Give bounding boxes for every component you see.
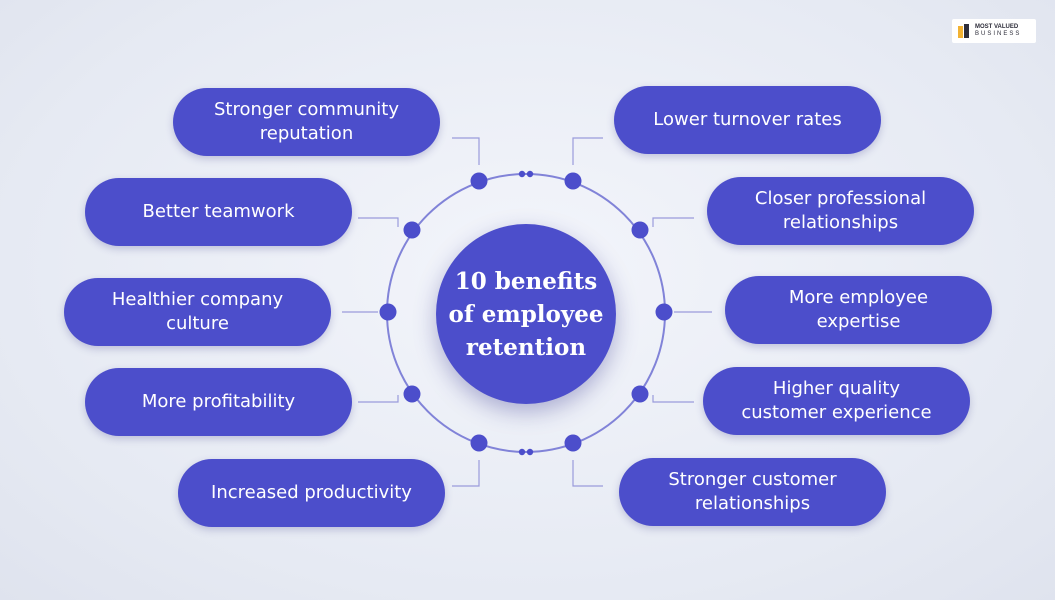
connector-left-2 bbox=[358, 217, 399, 227]
ring-node-left-2 bbox=[403, 221, 421, 239]
ring-node-right-5 bbox=[564, 434, 582, 452]
benefit-pill-left-4: More profitability bbox=[85, 368, 352, 436]
benefit-pill-right-5: Stronger customer relationships bbox=[619, 458, 886, 526]
connector-right-4 bbox=[652, 395, 694, 403]
benefit-pill-left-1: Stronger community reputation bbox=[173, 88, 440, 156]
logo-text: MOST VALUED BUSINESS bbox=[975, 24, 1021, 38]
ring-node-right-4 bbox=[631, 385, 649, 403]
center-title: 10 benefits of employee retention bbox=[448, 267, 604, 361]
benefit-label: Healthier company culture bbox=[111, 289, 284, 334]
ring-nodes bbox=[379, 170, 673, 456]
benefit-pill-right-2: Closer professional relationships bbox=[707, 177, 974, 245]
connector-right-2 bbox=[652, 217, 694, 227]
logo-mark-icon bbox=[958, 24, 970, 38]
logo-line-1: MOST VALUED bbox=[975, 24, 1019, 30]
benefit-pill-left-5: Increased productivity bbox=[178, 459, 445, 527]
ring-dot-bottom-a bbox=[518, 448, 526, 456]
benefit-pill-left-2: Better teamwork bbox=[85, 178, 352, 246]
ring-node-right-2 bbox=[631, 221, 649, 239]
benefit-label: Closer professional relationships bbox=[754, 188, 927, 233]
benefit-pill-right-1: Lower turnover rates bbox=[614, 86, 881, 154]
ring-node-left-5 bbox=[470, 434, 488, 452]
center-title-circle: 10 benefits of employee retention bbox=[436, 224, 616, 404]
benefit-label: Stronger customer relationships bbox=[668, 469, 837, 514]
connector-right-5 bbox=[572, 460, 603, 487]
ring-dot-top-b bbox=[526, 170, 534, 178]
ring-node-left-4 bbox=[403, 385, 421, 403]
ring-node-left-3 bbox=[379, 303, 397, 321]
benefit-label: Better teamwork bbox=[142, 201, 295, 222]
ring-node-right-1 bbox=[564, 172, 582, 190]
ring-dot-bottom-b bbox=[526, 448, 534, 456]
connector-left-5 bbox=[452, 460, 480, 487]
benefit-label: Increased productivity bbox=[211, 482, 412, 503]
connector-right-1 bbox=[572, 137, 603, 165]
benefit-label: Stronger community reputation bbox=[213, 99, 400, 144]
ring-dot-top-a bbox=[518, 170, 526, 178]
connector-lines bbox=[342, 137, 712, 487]
ring-node-right-3 bbox=[655, 303, 673, 321]
brand-logo: MOST VALUED BUSINESS bbox=[952, 19, 1036, 43]
benefit-pill-right-3: More employee expertise bbox=[725, 276, 992, 344]
connector-left-4 bbox=[358, 395, 399, 403]
benefit-label: More employee expertise bbox=[788, 287, 929, 332]
benefit-pill-right-4: Higher quality customer experience bbox=[703, 367, 970, 435]
benefit-label: More profitability bbox=[141, 391, 296, 412]
benefit-label: Lower turnover rates bbox=[653, 109, 842, 130]
connector-left-1 bbox=[452, 137, 480, 165]
ring-node-left-1 bbox=[470, 172, 488, 190]
benefit-pill-left-3: Healthier company culture bbox=[64, 278, 331, 346]
benefit-label: Higher quality customer experience bbox=[741, 378, 932, 423]
logo-line-2: BUSINESS bbox=[975, 31, 1022, 37]
